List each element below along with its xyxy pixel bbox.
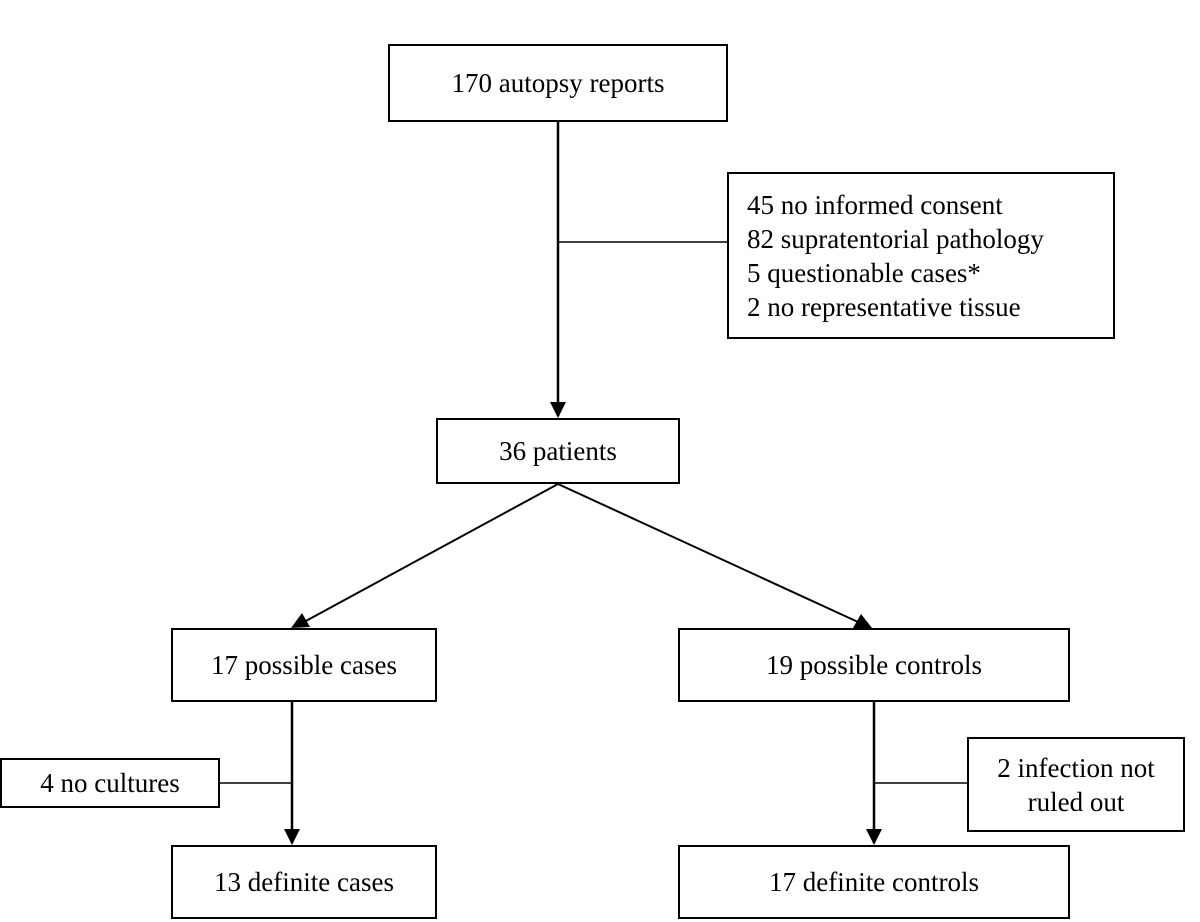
node-autopsy-reports: 170 autopsy reports [388, 44, 728, 122]
node-no-cultures-label: 4 no cultures [40, 768, 180, 798]
exclusion-no-tissue: 2 no representative tissue [747, 292, 1021, 322]
exclusion-supratentorial: 82 supratentorial pathology [747, 224, 1044, 254]
node-possible-cases-label: 17 possible cases [211, 650, 397, 680]
exclusion-questionable: 5 questionable cases* [747, 258, 981, 288]
node-possible-controls: 19 possible controls [678, 628, 1070, 702]
node-infection-line-2: ruled out [1027, 786, 1125, 817]
node-no-cultures: 4 no cultures [0, 758, 220, 808]
node-patients: 36 patients [436, 418, 680, 484]
arrow-patients-to-possible-controls [557, 483, 859, 623]
node-patients-label: 36 patients [499, 436, 617, 466]
node-autopsy-reports-label: 170 autopsy reports [451, 68, 665, 98]
arrowhead-patients-to-possible-cases [291, 613, 310, 628]
node-definite-controls-label: 17 definite controls [769, 867, 979, 897]
node-definite-cases-label: 13 definite cases [214, 867, 394, 897]
arrowhead-possible-controls-to-definite-controls [866, 829, 882, 845]
node-infection-line-1: 2 infection not [997, 752, 1155, 783]
node-infection-not-ruled-out: 2 infection not ruled out [967, 737, 1185, 832]
node-possible-controls-label: 19 possible controls [766, 650, 982, 680]
arrowhead-autopsy-to-patients [550, 402, 566, 418]
node-definite-controls: 17 definite controls [678, 845, 1070, 919]
arrowhead-possible-cases-to-definite-cases [284, 829, 300, 845]
arrow-patients-to-possible-cases [303, 483, 559, 623]
exclusion-no-consent: 45 no informed consent [747, 190, 1003, 220]
node-exclusions: 45 no informed consent 82 supratentorial… [727, 172, 1115, 339]
node-possible-cases: 17 possible cases [171, 628, 437, 702]
arrowhead-patients-to-possible-controls [853, 614, 872, 628]
node-definite-cases: 13 definite cases [171, 845, 437, 919]
